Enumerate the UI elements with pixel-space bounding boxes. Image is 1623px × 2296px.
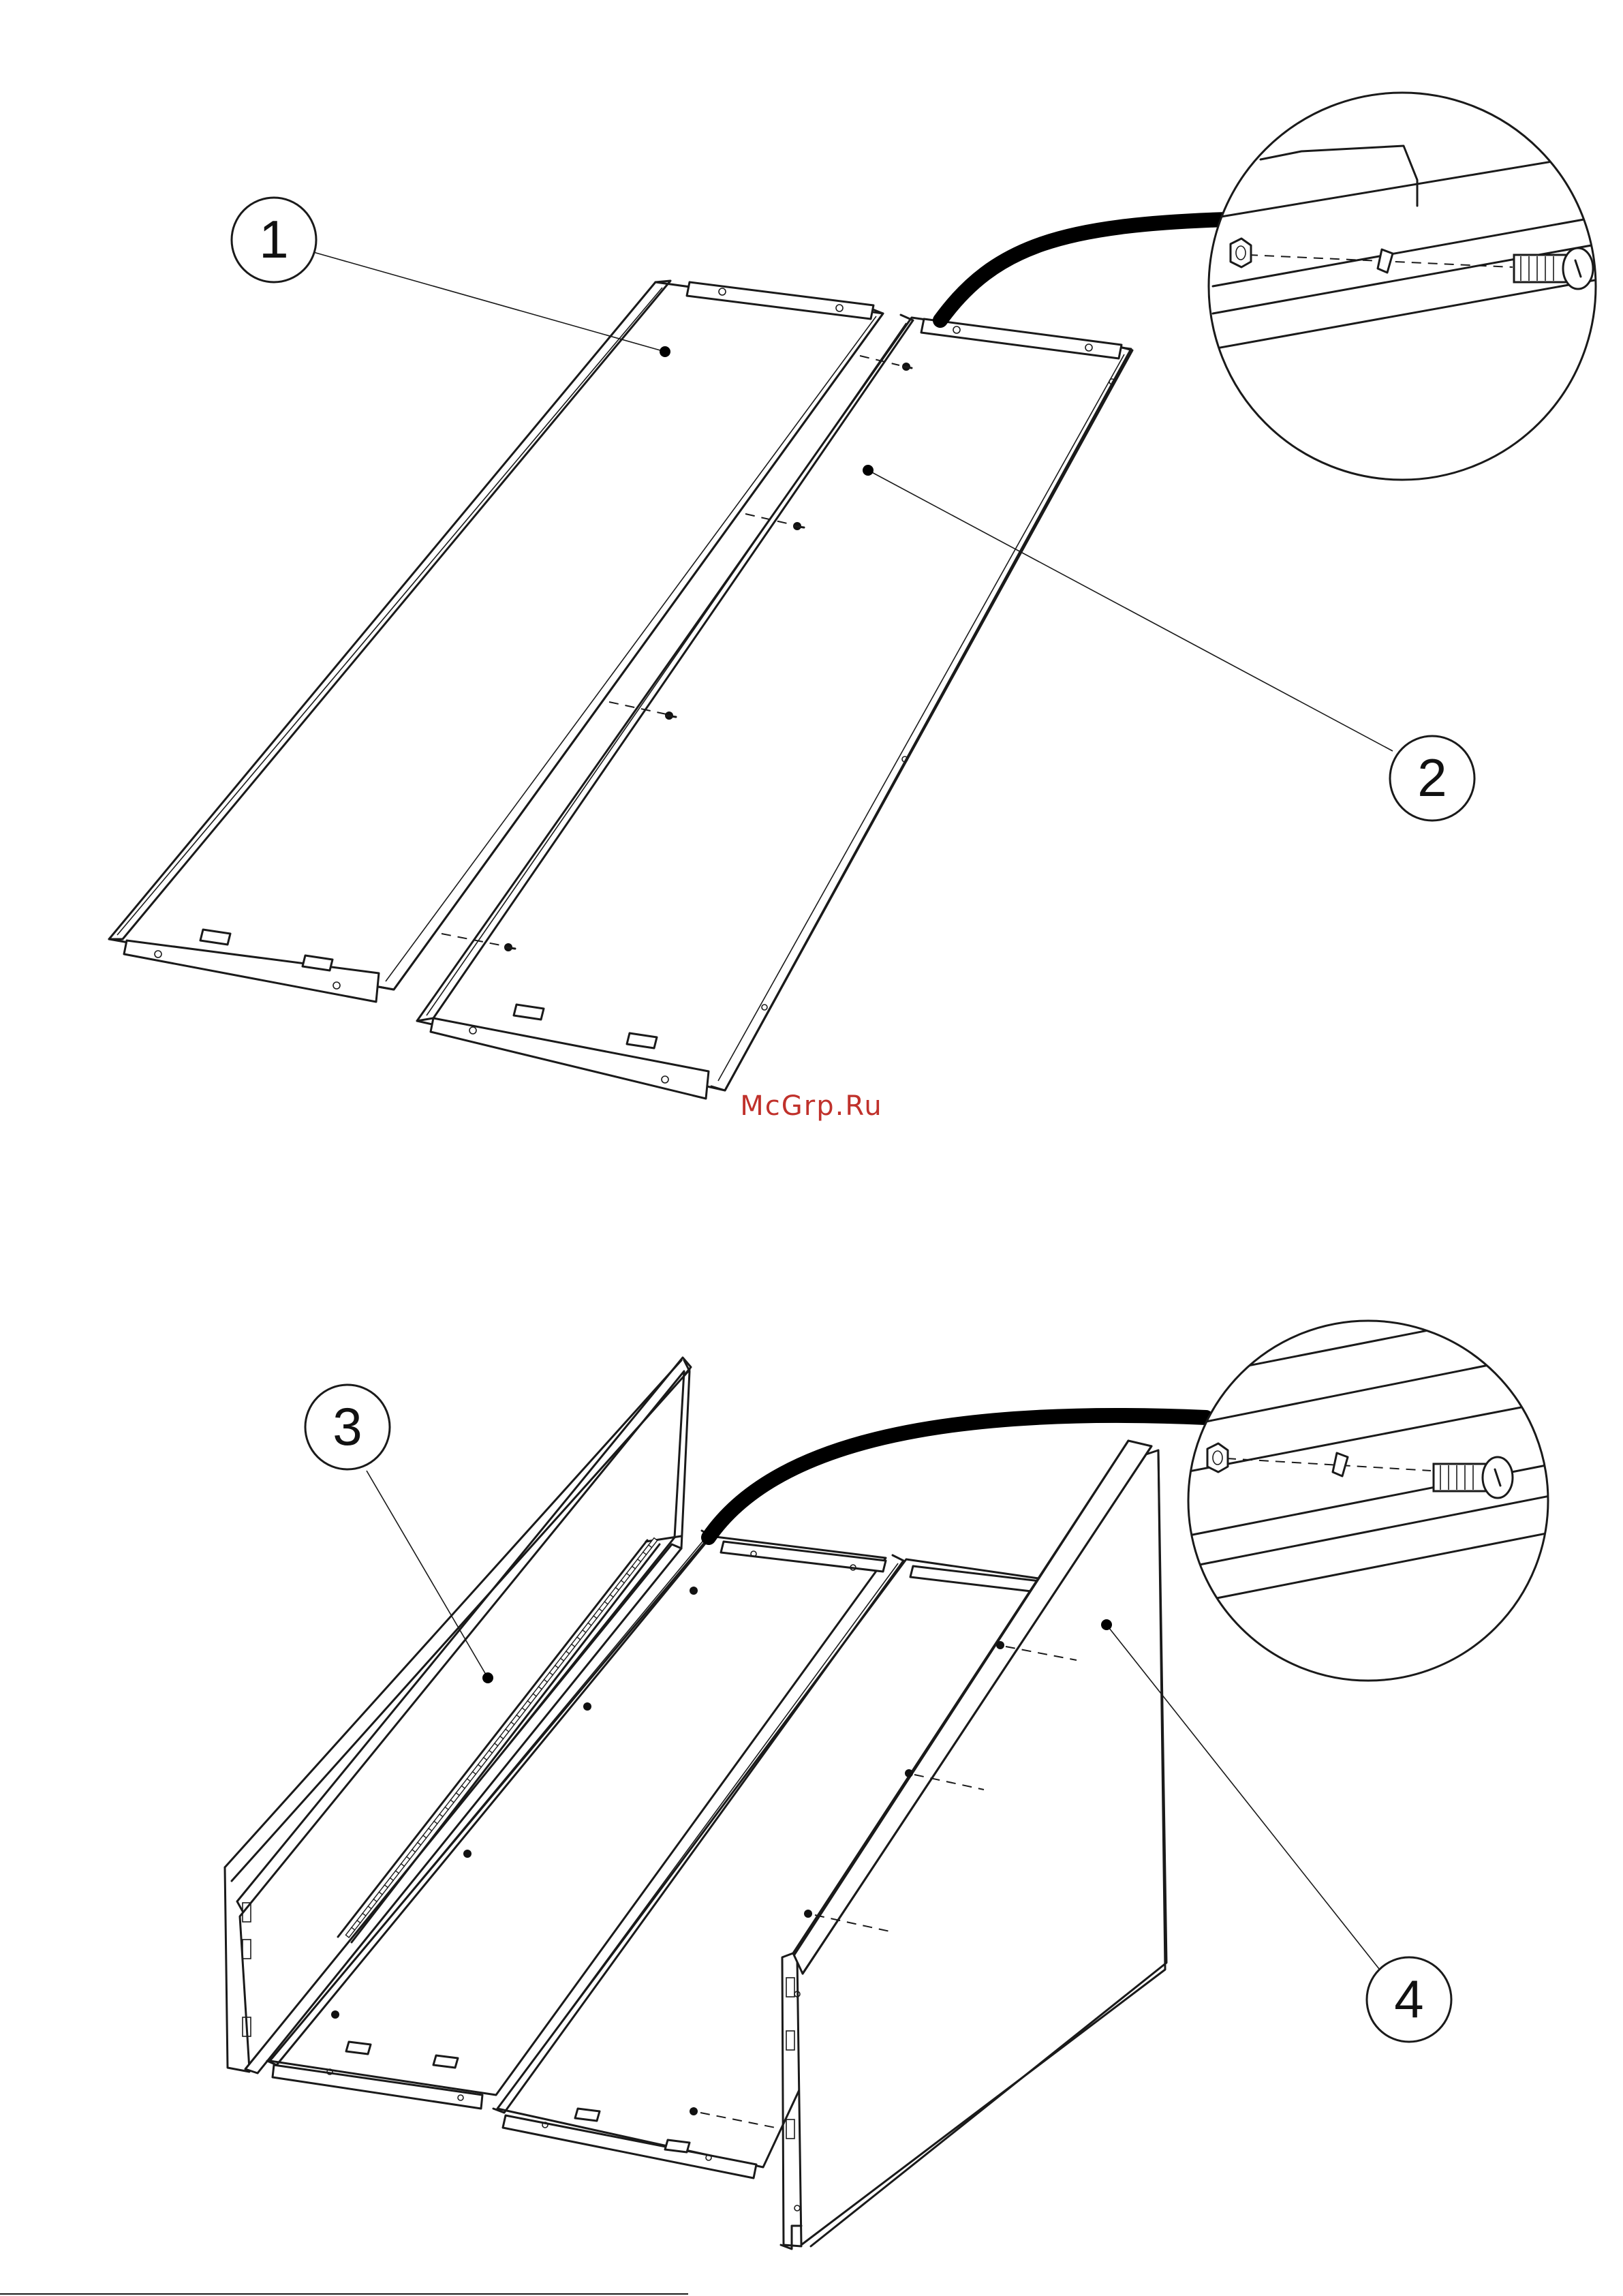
callout-2: 2: [1390, 736, 1474, 821]
callout-1: 1: [232, 198, 316, 282]
detail-leader: [940, 219, 1226, 320]
detail-view-bottom: [1186, 1303, 1567, 1681]
callout-3-label: 3: [333, 1396, 362, 1456]
callout-3: 3: [305, 1385, 390, 1469]
screw-icon: [331, 2010, 339, 2019]
leader-dot-4: [1101, 1619, 1112, 1630]
screw-icon: [996, 1641, 1004, 1649]
leader-line-3: [367, 1471, 488, 1678]
screw-icon: [804, 1910, 812, 1918]
leader-dot-1: [660, 346, 670, 357]
screw-icon: [463, 1850, 472, 1858]
screw-icon: [583, 1702, 591, 1711]
callout-4: 4: [1367, 1957, 1451, 2042]
nut-icon: [1207, 1443, 1228, 1472]
screw-icon: [690, 2107, 698, 2115]
screw-icon: [690, 1587, 698, 1595]
callout-2-label: 2: [1417, 748, 1447, 808]
top-assembly: 1 2: [109, 93, 1622, 1099]
bottom-assembly: 3 4: [225, 1303, 1567, 2249]
bolt-icon: [1434, 1457, 1513, 1498]
detail-view-top: [1209, 93, 1622, 480]
nut-icon: [1231, 239, 1251, 267]
callout-1-label: 1: [259, 209, 288, 269]
screw-icon: [905, 1769, 913, 1777]
leader-dot-3: [482, 1672, 493, 1683]
leader-dot-2: [863, 465, 874, 476]
watermark: McGrp.Ru: [0, 1090, 1623, 1122]
callout-4-label: 4: [1394, 1969, 1423, 2029]
leader-line-1: [313, 252, 665, 352]
bolt-icon: [1514, 248, 1593, 289]
